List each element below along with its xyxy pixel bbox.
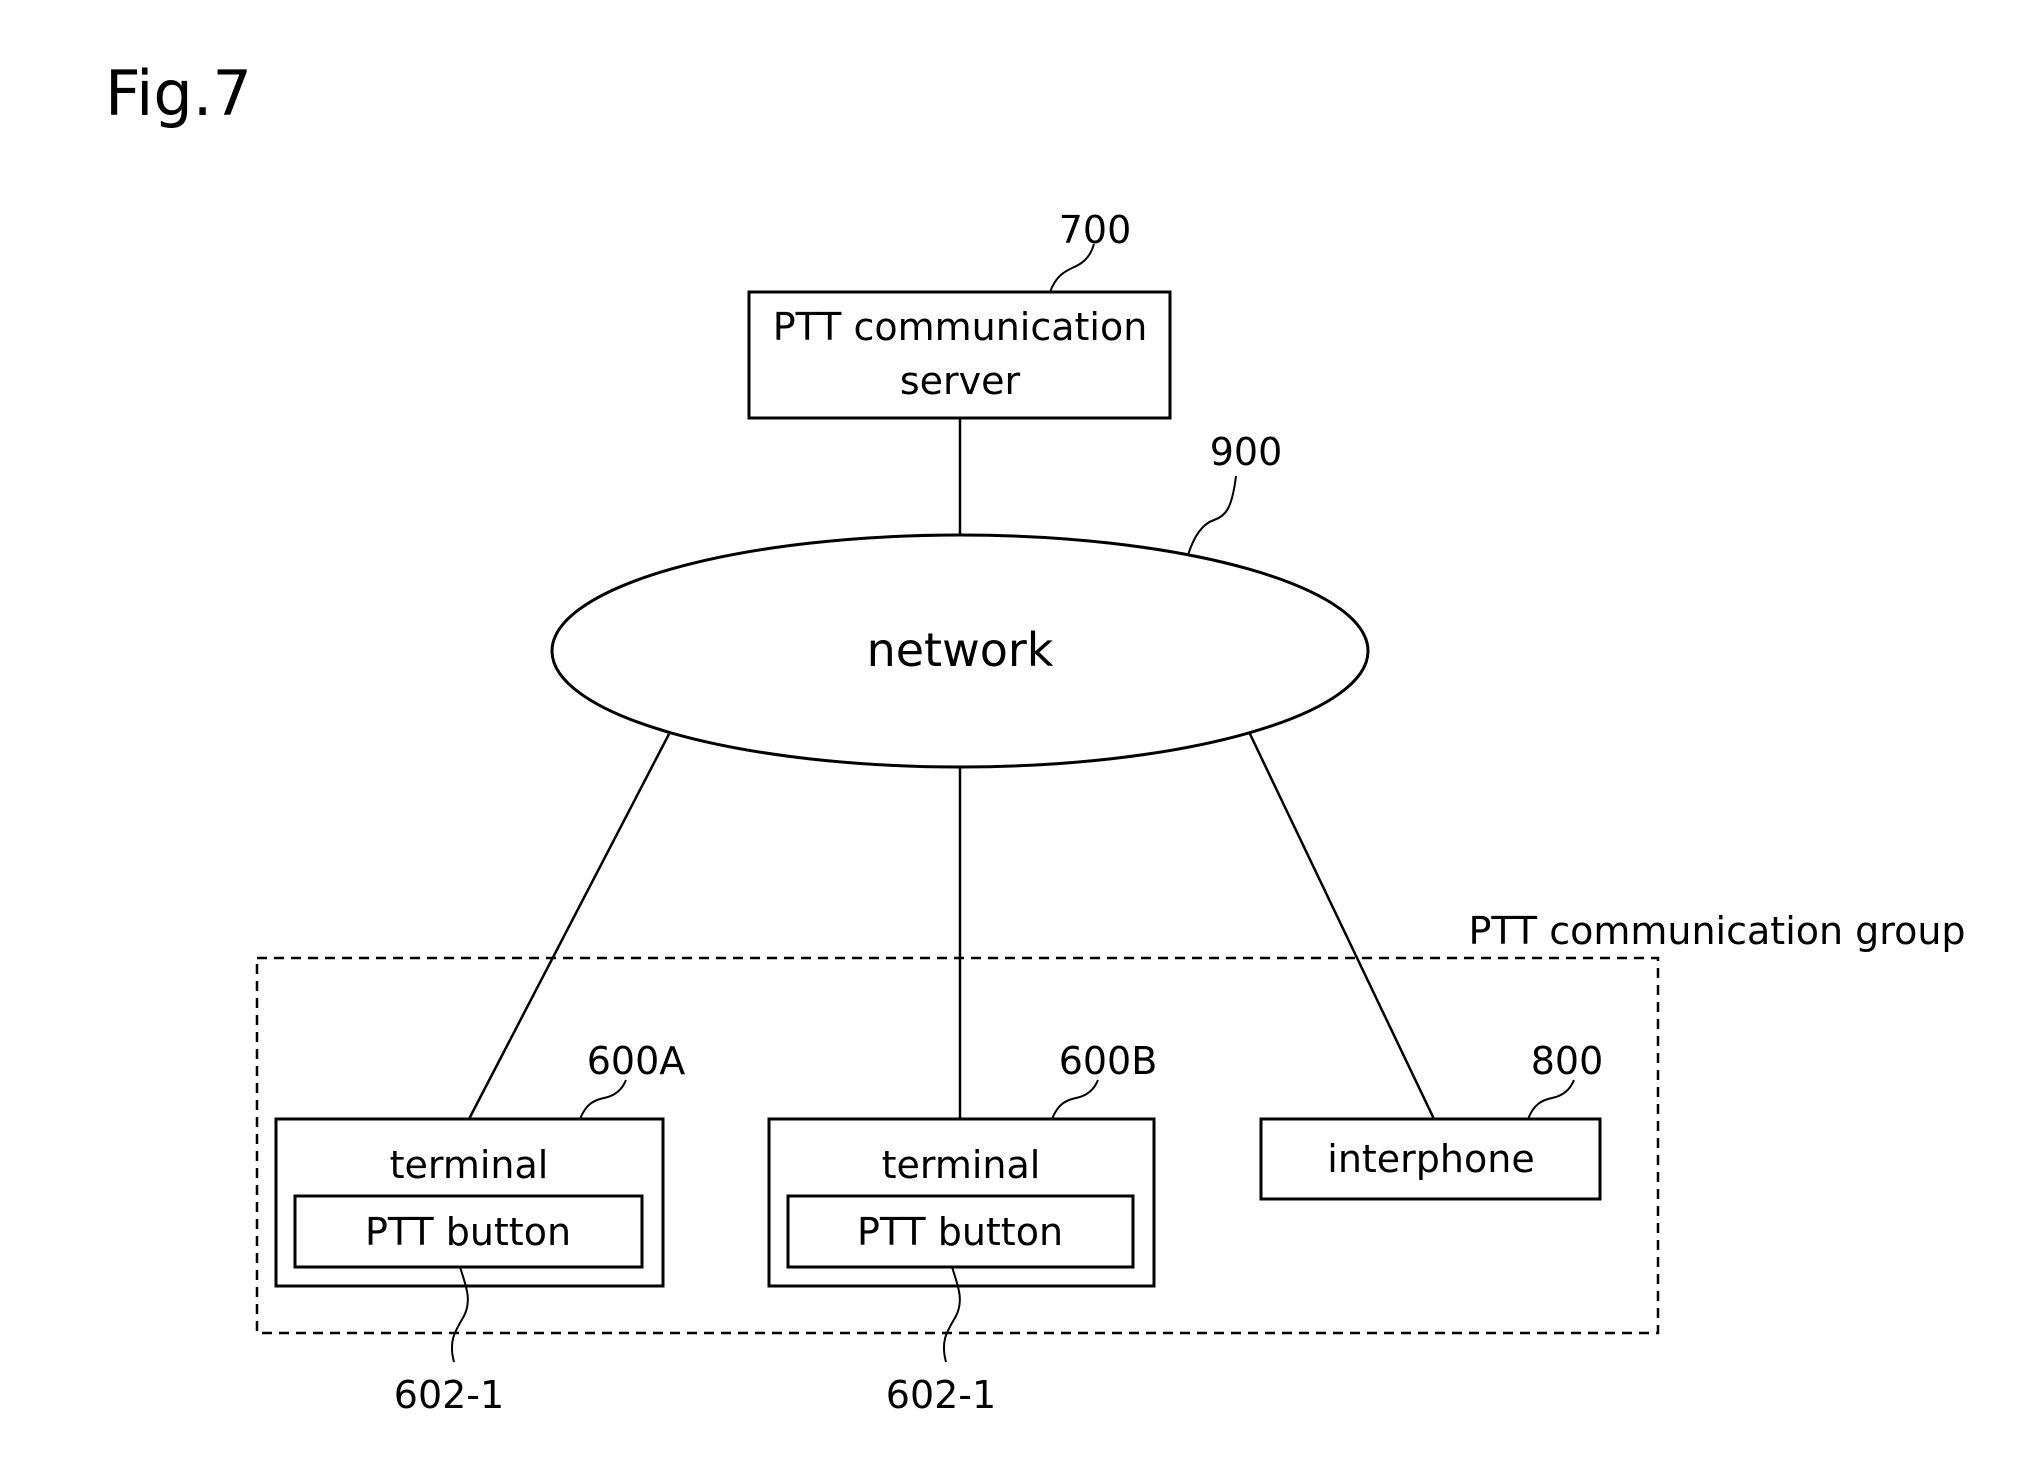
ptt-server-ref: 700	[1059, 208, 1132, 252]
terminal-a-ptt-button-label: PTT button	[365, 1210, 571, 1254]
terminal-a-button-ref: 602-1	[394, 1373, 504, 1417]
terminal-b-label: terminal	[882, 1143, 1041, 1187]
terminal-a-ptt-button	[293, 1194, 644, 1269]
terminal-b-ref-leader	[1051, 1079, 1099, 1120]
ptt-group-boundary	[255, 956, 1660, 1335]
terminal-b-node: terminal PTT button 600B 602-1	[767, 1039, 1158, 1417]
terminal-b-ptt-button-label: PTT button	[857, 1210, 1063, 1254]
network-ref-leader	[1187, 475, 1237, 556]
ptt-server-node: PTT communication server 700	[747, 208, 1172, 420]
ptt-server-box	[747, 290, 1172, 420]
network-label: network	[867, 623, 1054, 677]
terminal-b-button-ref: 602-1	[886, 1373, 996, 1417]
ptt-group-label: PTT communication group	[1468, 909, 1965, 953]
network-node: network 900	[550, 430, 1370, 769]
terminal-a-label: terminal	[390, 1143, 549, 1187]
network-terminal-a-link	[467, 733, 671, 1120]
network-interphone-link	[1248, 733, 1436, 1120]
interphone-node: interphone 800	[1259, 1039, 1604, 1201]
figure-label: Fig.7	[105, 57, 252, 130]
terminal-a-ref-leader	[579, 1079, 627, 1120]
terminal-b-button-ref-leader	[942, 1266, 961, 1363]
ptt-server-label-line1: PTT communication	[773, 305, 1148, 349]
ptt-group: PTT communication group	[255, 909, 1966, 1335]
interphone-ref: 800	[1531, 1039, 1604, 1083]
terminal-b-ref: 600B	[1059, 1039, 1158, 1083]
interphone-box	[1259, 1117, 1602, 1201]
terminal-a-node: terminal PTT button 600A 602-1	[274, 1039, 686, 1417]
interphone-label: interphone	[1327, 1137, 1534, 1181]
ptt-server-label-line2: server	[900, 359, 1021, 403]
terminal-a-button-ref-leader	[450, 1266, 469, 1363]
ptt-server-ref-leader	[1049, 243, 1095, 293]
terminal-b-ptt-button	[786, 1194, 1135, 1269]
network-ref: 900	[1210, 430, 1283, 474]
terminal-a-ref: 600A	[587, 1039, 686, 1083]
interphone-ref-leader	[1527, 1079, 1575, 1120]
